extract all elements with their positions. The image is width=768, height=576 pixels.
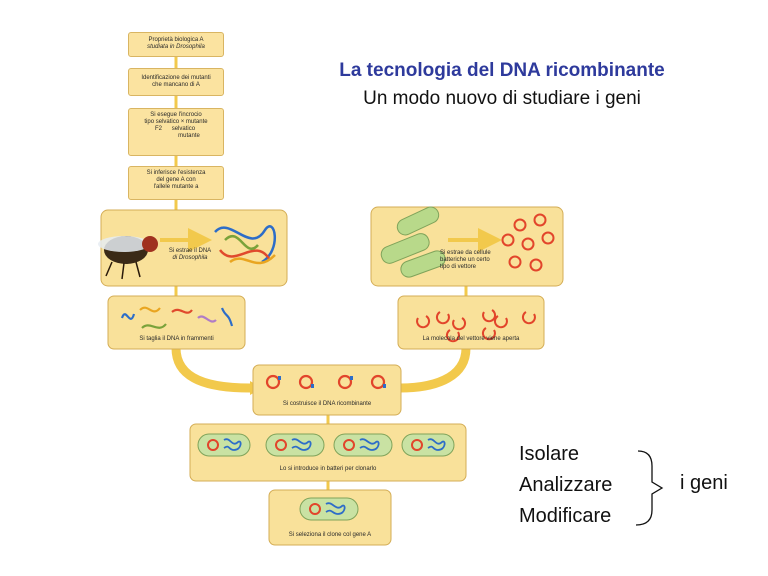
- object-i-geni: i geni: [680, 472, 728, 494]
- caption-fly-line2: di Drosophila: [172, 255, 208, 261]
- open-plasmids-icon: [416, 309, 536, 343]
- caption-fragments: Si taglia il DNA in frammenti: [139, 336, 214, 342]
- flow-step-3: Si esegue l'incrocio tipo selvatico × mu…: [128, 108, 224, 156]
- verb-isolare: Isolare: [519, 443, 580, 465]
- plasmid-rings-icon: [501, 213, 555, 272]
- transformed-bacteria-icon: [197, 433, 455, 457]
- flow-step-3-line1: Si esegue l'incrocio: [150, 112, 202, 118]
- bacteria-icon: [380, 206, 446, 278]
- flow-step-3-wild: tipo selvatico: [144, 119, 180, 125]
- flow-step-2: Identificazione dei mutanti che mancano …: [128, 68, 224, 96]
- recombinant-plasmids-icon: [265, 374, 386, 390]
- flow-step-4-line3: l'allele mutante a: [153, 184, 199, 190]
- caption-vector-open: La molecola del vettore viene aperta: [422, 336, 520, 342]
- flow-step-1-line1: Proprietà biologica A: [148, 37, 204, 43]
- flow-step-4-line2: del gene A con: [156, 177, 196, 183]
- verb-analizzare: Analizzare: [519, 474, 613, 496]
- merge-arrow-right: [399, 347, 471, 393]
- caption-fly-line1: Si estrae il DNA: [168, 248, 212, 254]
- caption-bacteria-line2: batteriche un certo: [440, 257, 490, 263]
- selected-clone-icon: [299, 497, 359, 521]
- caption-select: Si seleziona il clone col gene A: [288, 532, 372, 538]
- flow-step-4-line1: Si inferisce l'esistenza: [146, 170, 206, 176]
- caption-introduce: Lo si introduce in batteri per clonarlo: [279, 466, 377, 472]
- panel-vector-open: [397, 295, 545, 350]
- flow-step-4: Si inferisce l'esistenza del gene A con …: [128, 166, 224, 200]
- panel-recombinant: [252, 364, 402, 416]
- panel-introduce: [189, 423, 467, 482]
- fly-icon: [98, 236, 158, 280]
- caption-recombinant: Si costruisce il DNA ricombinante: [282, 401, 372, 407]
- flow-step-1: Proprietà biologica A studiata in Drosop…: [128, 32, 224, 57]
- caption-bacteria-line1: Si estrae da cellule: [440, 250, 491, 256]
- verb-modificare: Modificare: [519, 505, 612, 527]
- merge-arrow-left: [171, 347, 251, 393]
- caption-bacteria-line3: tipo di vettore: [440, 264, 477, 270]
- dna-tangle-icon: [214, 225, 277, 265]
- flow-step-2-line1: Identificazione dei mutanti: [141, 75, 211, 81]
- flow-step-3-selvatico: selvatico: [171, 126, 196, 132]
- brace-icon: [635, 450, 664, 526]
- flow-step-3-mutante: mutante: [178, 133, 200, 139]
- flow-step-3-mutant: mutante: [185, 119, 208, 125]
- flow-step-1-line2: studiata in Drosophila: [147, 44, 205, 50]
- caption-fly: Si estrae il DNA di Drosophila: [155, 248, 225, 262]
- dna-fragments-icon: [120, 306, 234, 329]
- caption-bacteria: Si estrae da cellule batteriche un certo…: [440, 250, 500, 271]
- flow-step-2-line2: che mancano di A: [152, 82, 200, 88]
- insert-marks-icon: [278, 376, 386, 388]
- flow-step-3-f2: F2: [155, 126, 163, 132]
- slide-title: La tecnologia del DNA ricombinante: [339, 60, 665, 81]
- slide-subtitle: Un modo nuovo di studiare i geni: [363, 88, 641, 109]
